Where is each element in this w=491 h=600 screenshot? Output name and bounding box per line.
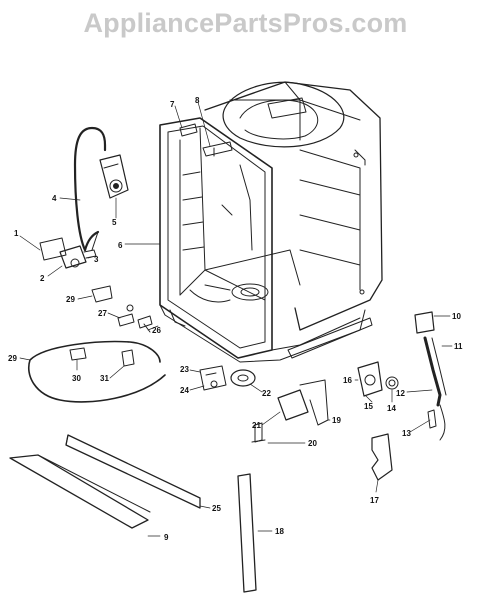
callout-6: 6	[118, 241, 123, 250]
top-brackets	[179, 123, 233, 157]
callout-26: 26	[152, 326, 161, 335]
callout-labels: 1 2 3 4 5 6 7 8 9 10 11 12 13 14 15 16 1…	[8, 96, 463, 542]
kick-panels	[9, 434, 201, 529]
float-switch	[357, 361, 399, 397]
door-spring	[414, 311, 447, 441]
callout-11: 11	[454, 342, 463, 351]
side-trim	[237, 473, 257, 593]
fill-hose	[73, 126, 107, 252]
callout-20: 20	[308, 439, 317, 448]
clip-30	[69, 347, 87, 361]
callout-27: 27	[98, 309, 107, 318]
callout-17: 17	[370, 496, 379, 505]
wire-harness	[28, 340, 166, 403]
callout-2: 2	[40, 274, 45, 283]
callout-1: 1	[14, 229, 19, 238]
callout-3: 3	[94, 255, 99, 264]
callout-16: 16	[343, 376, 352, 385]
leader-lines	[19, 101, 453, 537]
tub-assembly	[159, 81, 383, 363]
callout-19: 19	[332, 416, 341, 425]
callout-31: 31	[100, 374, 109, 383]
callout-12: 12	[396, 389, 405, 398]
vent-assembly	[99, 154, 129, 199]
callout-25: 25	[212, 504, 221, 513]
callout-29-lower: 29	[8, 354, 17, 363]
callout-7: 7	[170, 100, 175, 109]
callout-9: 9	[164, 533, 169, 542]
callout-10: 10	[452, 312, 461, 321]
inlet-valve	[39, 231, 99, 269]
callout-24: 24	[180, 386, 189, 395]
callout-21: 21	[252, 421, 261, 430]
callout-23: 23	[180, 365, 189, 374]
door-hinge	[371, 433, 393, 481]
callout-15: 15	[364, 402, 373, 411]
watermark-logo: AppliancePartsPros.com	[83, 8, 408, 38]
callout-30: 30	[72, 374, 81, 383]
callout-5: 5	[112, 218, 117, 227]
callout-8: 8	[195, 96, 200, 105]
callout-29-upper: 29	[66, 295, 75, 304]
bracket-29-upper	[91, 285, 113, 303]
callout-4: 4	[52, 194, 57, 203]
small-hardware	[117, 304, 153, 333]
callout-22: 22	[262, 389, 271, 398]
callout-14: 14	[387, 404, 396, 413]
callout-18: 18	[275, 527, 284, 536]
connector-31	[121, 349, 135, 367]
callout-13: 13	[402, 429, 411, 438]
pump-components	[199, 365, 256, 391]
